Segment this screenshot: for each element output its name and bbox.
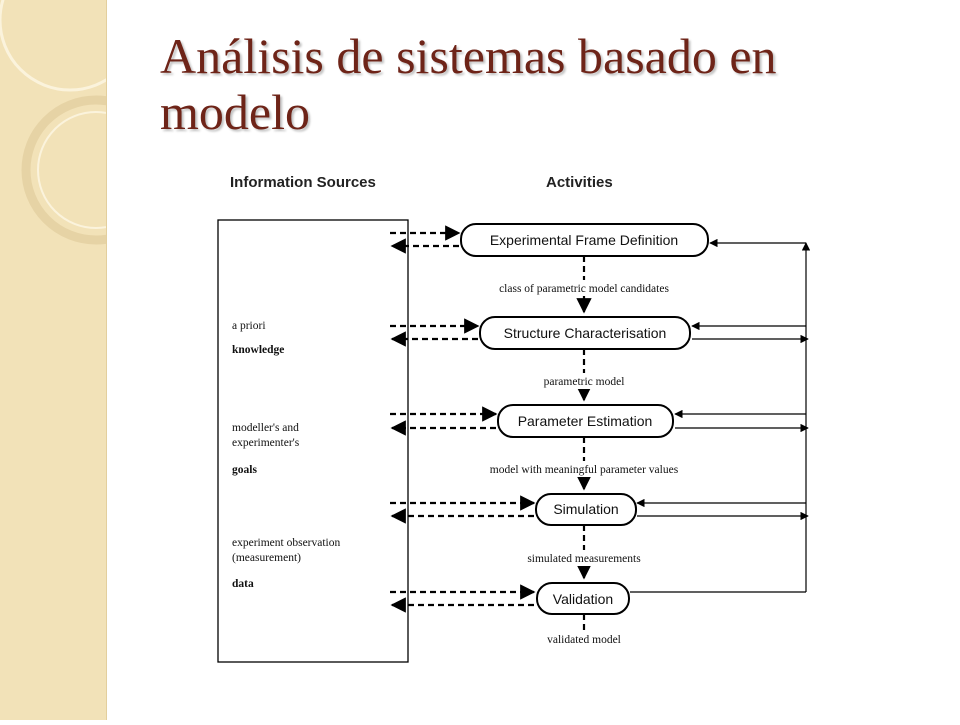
- source-apriori: a priori: [232, 320, 266, 332]
- header-activities: Activities: [546, 174, 613, 191]
- source-observation-line1: experiment observation: [232, 537, 341, 549]
- source-goals-line2: experimenter's: [232, 437, 300, 449]
- activity-structure-characterisation: Structure Characterisation: [504, 325, 667, 341]
- activity-box-4: [535, 493, 637, 526]
- flow-label-3: model with meaningful parameter values: [490, 464, 679, 476]
- activity-box-1: [460, 223, 709, 257]
- flow-label-5: validated model: [547, 634, 621, 646]
- flow-label-1: class of parametric model candidates: [499, 283, 669, 295]
- flow-label-2: parametric model: [544, 376, 625, 388]
- source-goals-line1: modeller's and: [232, 422, 299, 434]
- activity-box-5: [536, 582, 630, 615]
- slide-title: Análisis de sistemas basado en modelo: [160, 28, 777, 140]
- source-observation-line2: (measurement): [232, 552, 301, 564]
- activity-parameter-estimation: Parameter Estimation: [518, 413, 653, 429]
- header-information-sources: Information Sources: [230, 174, 376, 191]
- activity-experimental-frame-definition: Experimental Frame Definition: [490, 232, 678, 248]
- source-data: data: [232, 578, 254, 590]
- activity-box-3: [497, 404, 674, 438]
- activity-validation: Validation: [553, 591, 613, 607]
- source-goals: goals: [232, 464, 257, 476]
- flow-label-4: simulated measurements: [527, 553, 641, 565]
- activity-simulation: Simulation: [553, 501, 618, 517]
- activity-box-2: [479, 316, 691, 350]
- source-knowledge: knowledge: [232, 344, 284, 356]
- information-sources-panel: [217, 219, 409, 663]
